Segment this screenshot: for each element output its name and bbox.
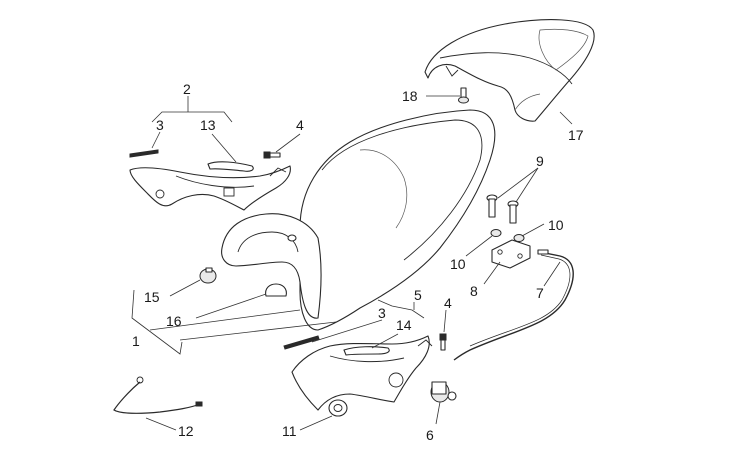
cowl-fixing-pin[interactable]	[458, 87, 469, 104]
ground-cable[interactable]	[113, 376, 203, 414]
rear-seat-cowl[interactable]	[424, 19, 595, 122]
right-screw[interactable]	[439, 333, 447, 351]
callout-5: 5	[414, 287, 422, 303]
callout-15: 15	[144, 289, 160, 305]
callout-11: 11	[282, 423, 297, 439]
rider-seat[interactable]	[221, 109, 496, 331]
seat-lock-cable[interactable]	[453, 251, 574, 361]
callout-16: 16	[166, 313, 182, 329]
seat-lock-cable-inner	[469, 254, 571, 347]
callout-10-left: 10	[450, 256, 466, 272]
callout-3-right: 3	[378, 305, 386, 321]
callout-6: 6	[426, 427, 434, 443]
callout-10-right: 10	[548, 217, 564, 233]
callout-2: 2	[183, 81, 191, 97]
callout-8: 8	[470, 283, 478, 299]
callout-4-left: 4	[296, 117, 304, 133]
cable-end-fitting	[537, 249, 549, 255]
right-rubber-pad[interactable]	[343, 346, 390, 356]
right-rubber-strip[interactable]	[283, 335, 320, 350]
callout-17: 17	[568, 127, 584, 143]
left-rubber-pad[interactable]	[207, 161, 254, 172]
callout-1: 1	[132, 333, 140, 349]
lock-bolt-2[interactable]	[507, 200, 519, 224]
callout-13: 13	[200, 117, 216, 133]
callout-12: 12	[178, 423, 194, 439]
leader-lines	[131, 95, 573, 431]
callout-14: 14	[396, 317, 412, 333]
callout-9: 9	[536, 153, 544, 169]
callout-3-left: 3	[156, 117, 164, 133]
rubber-bump-stop[interactable]	[199, 267, 217, 284]
washer-right[interactable]	[513, 234, 525, 242]
left-screw[interactable]	[263, 151, 281, 159]
callout-4-right: 4	[444, 295, 452, 311]
left-frame-cover[interactable]	[129, 165, 291, 211]
right-frame-cover[interactable]	[291, 335, 433, 411]
left-rubber-strip[interactable]	[129, 149, 159, 158]
grommet-ring[interactable]	[328, 399, 348, 417]
callout-7: 7	[536, 285, 544, 301]
washer-left[interactable]	[490, 229, 502, 237]
seat-lock-latch[interactable]	[491, 239, 531, 269]
rubber-pad-16[interactable]	[265, 283, 287, 297]
seat-lock-barrel[interactable]	[430, 381, 457, 403]
callout-18: 18	[402, 88, 418, 104]
callout-labels: 1 2 3 13 4 18 17 9 10 10 8 7 5 4 3 14 15…	[132, 81, 584, 443]
lock-bolt-1[interactable]	[486, 194, 498, 218]
